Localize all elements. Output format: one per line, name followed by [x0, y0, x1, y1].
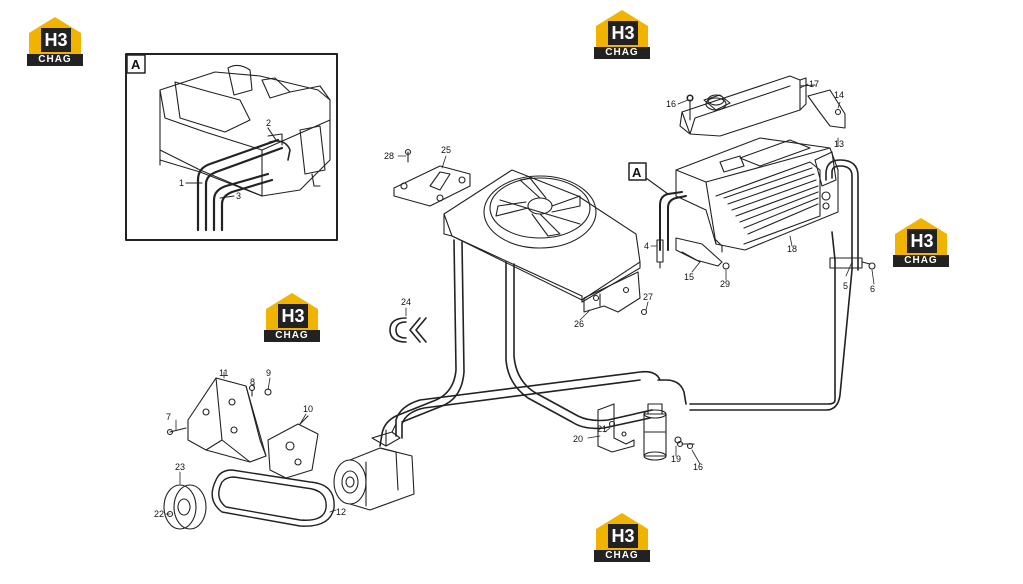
bracket-14 — [807, 89, 846, 129]
callout-21: 21 — [597, 424, 607, 434]
bracket-25 — [393, 165, 471, 207]
callout-5: 5 — [843, 281, 848, 291]
callout-9: 9 — [266, 368, 271, 378]
brand-logo-right: H3 CHAG — [893, 216, 949, 268]
bracket-10 — [267, 415, 319, 479]
callout-6: 6 — [870, 284, 875, 294]
callout-detail-1: 1 — [179, 178, 184, 188]
callout-11: 11 — [219, 368, 228, 378]
evaporator-unit — [675, 137, 839, 253]
brand-text: CHAG — [264, 330, 320, 342]
callout-15: 15 — [684, 272, 694, 282]
refrigerant-lines-right — [689, 159, 859, 411]
brand-mark: H3 — [278, 304, 308, 328]
callout-27: 27 — [643, 292, 653, 302]
main-view-label: A — [632, 165, 642, 180]
callout-8: 8 — [250, 377, 255, 387]
callout-16-bottom: 16 — [693, 462, 703, 472]
brand-mark: H3 — [608, 21, 638, 45]
bolt-fasteners — [166, 94, 694, 450]
callout-14: 14 — [834, 90, 844, 100]
brand-logo-bottom-center: H3 CHAG — [594, 511, 650, 563]
callout-18: 18 — [787, 244, 797, 254]
compressor — [333, 423, 415, 511]
callout-16-top: 16 — [666, 99, 676, 109]
callout-detail-3: 3 — [236, 191, 241, 201]
callout-23: 23 — [175, 462, 185, 472]
callout-10: 10 — [303, 404, 313, 414]
callout-detail-2: 2 — [266, 118, 271, 128]
detail-view-label: A — [131, 57, 141, 72]
brand-logo-top-left: H3 CHAG — [27, 15, 83, 67]
brand-text: CHAG — [893, 255, 949, 267]
clamp-5 — [829, 257, 876, 270]
hose-4 — [656, 239, 664, 269]
hose-tank — [659, 191, 687, 251]
clip-24 — [389, 317, 427, 343]
callout-17: 17 — [809, 79, 819, 89]
brand-mark: H3 — [41, 28, 71, 52]
bracket-11 — [187, 377, 267, 463]
callout-29: 29 — [720, 279, 730, 289]
callout-12: 12 — [336, 507, 346, 517]
bracket-26 — [583, 271, 641, 313]
brand-mark: H3 — [907, 229, 937, 253]
brand-mark: H3 — [608, 524, 638, 548]
callout-7: 7 — [166, 412, 171, 422]
condenser-fan — [443, 169, 641, 303]
callout-20: 20 — [573, 434, 583, 444]
view-a-leader — [645, 177, 669, 195]
drive-belt — [211, 469, 335, 527]
brand-text: CHAG — [594, 550, 650, 562]
callout-28: 28 — [384, 151, 394, 161]
brand-logo-top-center: H3 CHAG — [594, 8, 650, 60]
brand-text: CHAG — [594, 47, 650, 59]
callout-22: 22 — [154, 509, 164, 519]
callout-leaders — [165, 83, 875, 515]
callout-26: 26 — [574, 319, 584, 329]
brand-logo-mid-left: H3 CHAG — [264, 291, 320, 343]
callout-25: 25 — [441, 145, 451, 155]
receiver-drier — [643, 403, 695, 461]
brand-text: CHAG — [27, 54, 83, 66]
expansion-tank — [679, 75, 816, 137]
bracket-20 — [597, 403, 635, 453]
callout-13: 13 — [834, 139, 844, 149]
callout-4: 4 — [644, 241, 649, 251]
refrigerant-lines-main — [379, 239, 687, 447]
callout-24: 24 — [401, 297, 411, 307]
detail-view-a — [125, 53, 338, 241]
crank-pulley — [163, 484, 207, 530]
callout-19: 19 — [671, 454, 681, 464]
bracket-15 — [675, 237, 730, 270]
view-a-marker-box — [628, 162, 647, 181]
